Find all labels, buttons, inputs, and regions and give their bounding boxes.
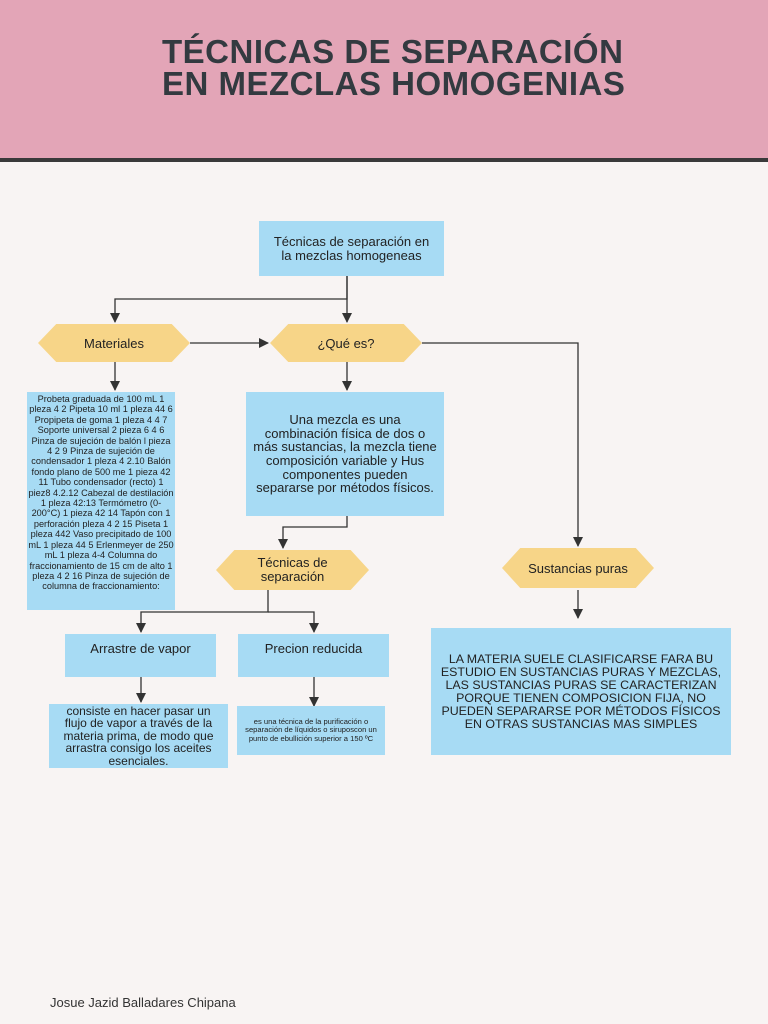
page-title-line-2: EN MEZCLAS HOMOGENIAS [162,65,626,102]
materiales-list-text: Probeta graduada de 100 mL 1 pleza 4 2 P… [28,394,174,592]
node-arrastre-vapor: Arrastre de vapor [65,634,216,677]
node-sustancias-desc: LA MATERIA SUELE CLASIFICARSE FARA BU ES… [431,628,731,755]
node-precion-reducida: Precion reducida [238,634,389,677]
node-que-es: ¿Qué es? [270,324,422,362]
node-precion-desc: es una técnica de la purificación o sepa… [237,706,385,755]
node-root-label: Técnicas de separación en la mezclas hom… [273,233,430,263]
connector-tecnicas-arrastre [136,590,269,633]
definicion-text: Una mezcla es una combinación física de … [253,412,437,496]
header-banner: TÉCNICAS DE SEPARACIÓN EN MEZCLAS HOMOGE… [0,0,768,162]
connector-tecnicas-precion [268,611,319,633]
node-materiales: Materiales [38,324,190,362]
node-materiales-label: Materiales [84,335,144,351]
node-arrastre-label: Arrastre de vapor [90,641,191,656]
connector-definicion-tecnicas [278,516,348,549]
node-que-es-label: ¿Qué es? [317,335,375,351]
node-definicion: Una mezcla es una combinación física de … [246,392,444,516]
node-tecnicas: Técnicas de separación [216,550,369,590]
precion-desc-text: es una técnica de la purificación o sepa… [245,716,377,743]
connector-root-materiales [110,276,348,323]
node-precion-label: Precion reducida [264,641,363,656]
node-sustancias-puras: Sustancias puras [502,548,654,588]
arrastre-desc-text: consiste en hacer pasar un flujo de vapo… [63,703,214,768]
node-root: Técnicas de separación en la mezclas hom… [259,221,444,276]
sustancias-desc-text: LA MATERIA SUELE CLASIFICARSE FARA BU ES… [440,651,722,731]
node-sustancias-puras-label: Sustancias puras [528,560,628,576]
node-tecnicas-label: Técnicas de separación [257,555,328,584]
page-title-line-1: TÉCNICAS DE SEPARACIÓN [162,33,624,70]
node-materiales-list: Probeta graduada de 100 mL 1 pleza 4 2 P… [27,392,175,610]
connector-quees-sustancias [422,342,583,547]
author-credit: Josue Jazid Balladares Chipana [50,995,236,1010]
node-arrastre-desc: consiste en hacer pasar un flujo de vapo… [49,704,228,768]
